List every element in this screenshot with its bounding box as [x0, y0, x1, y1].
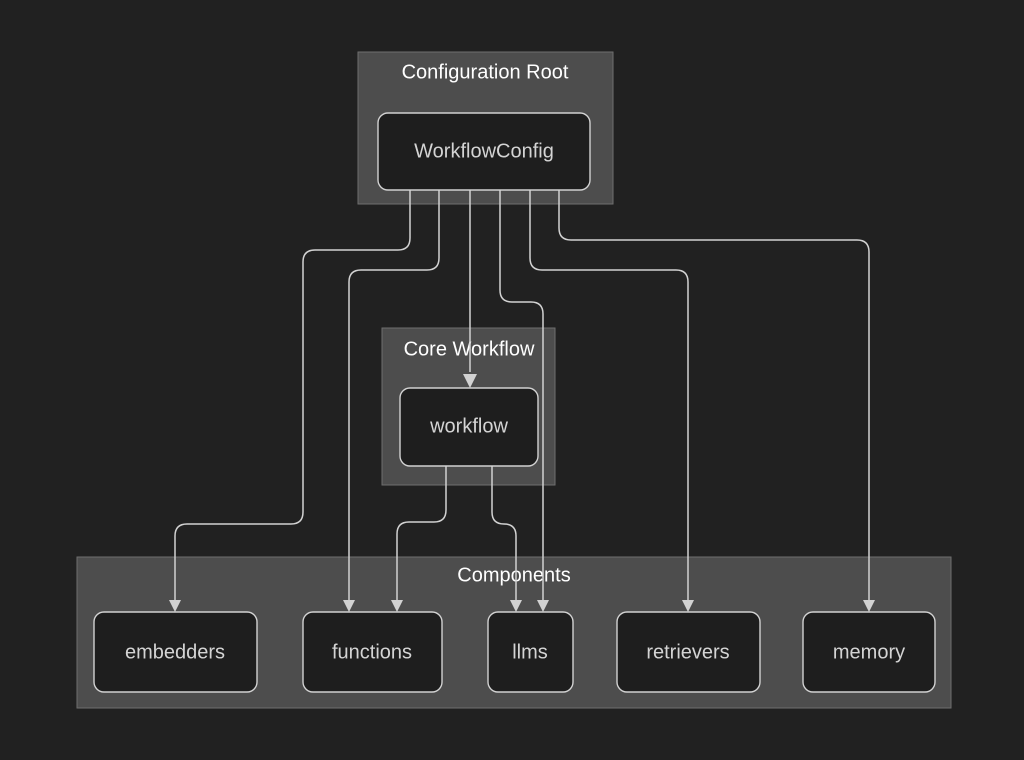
node-box-llms[interactable] — [487, 611, 574, 693]
node-box-memory[interactable] — [802, 611, 936, 693]
node-box-embedders[interactable] — [93, 611, 258, 693]
arrowhead-icon-workflow-to-functions-b — [391, 600, 403, 612]
edge-workflowconfig-to-workflow — [463, 190, 477, 388]
node-label-functions: functions — [332, 641, 412, 663]
edge-workflowconfig-to-retrievers — [529, 190, 694, 612]
node-memory[interactable]: memory — [802, 611, 936, 693]
arrowhead-icon-workflowconfig-to-embedders — [169, 600, 181, 612]
cluster-label-configuration-root: Configuration Root — [402, 61, 569, 83]
node-retrievers[interactable]: retrievers — [616, 611, 761, 693]
edge-line-workflowconfig-to-llms-a — [499, 190, 544, 604]
node-box-workflowconfig[interactable] — [377, 112, 591, 191]
edges-layer — [169, 190, 875, 612]
node-label-workflow: workflow — [429, 415, 508, 437]
arrowhead-icon-workflow-to-llms-b — [510, 600, 522, 612]
edge-line-workflow-to-functions-b — [396, 466, 447, 604]
arrowhead-icon-workflowconfig-to-functions-a — [343, 600, 355, 612]
nodes-layer: WorkflowConfig workflow embedders functions… — [93, 112, 936, 693]
node-embedders[interactable]: embedders — [93, 611, 258, 693]
edge-workflowconfig-to-memory — [558, 190, 875, 612]
edge-workflowconfig-to-functions-a — [343, 190, 440, 612]
edge-line-workflowconfig-to-memory — [558, 190, 870, 604]
arrowhead-icon-workflowconfig-to-workflow — [463, 374, 477, 388]
node-workflowconfig[interactable]: WorkflowConfig — [377, 112, 591, 191]
node-label-embedders: embedders — [125, 641, 225, 663]
node-label-retrievers: retrievers — [646, 641, 729, 663]
edge-workflow-to-llms-b — [491, 466, 522, 612]
edge-workflow-to-functions-b — [391, 466, 447, 612]
arrowhead-icon-workflowconfig-to-memory — [863, 600, 875, 612]
node-box-retrievers[interactable] — [616, 611, 761, 693]
node-box-workflow[interactable] — [399, 387, 539, 467]
arrowhead-icon-workflowconfig-to-llms-a — [537, 600, 549, 612]
node-llms[interactable]: llms — [487, 611, 574, 693]
node-label-memory: memory — [833, 641, 905, 663]
edge-line-workflowconfig-to-retrievers — [529, 190, 689, 604]
edge-line-workflowconfig-to-functions-a — [348, 190, 440, 604]
arrowhead-icon-workflowconfig-to-retrievers — [682, 600, 694, 612]
node-box-functions[interactable] — [302, 611, 443, 693]
edge-line-workflow-to-llms-b — [491, 466, 517, 604]
edge-workflowconfig-to-llms-a — [499, 190, 549, 612]
node-label-llms: llms — [512, 641, 548, 663]
edge-line-workflowconfig-to-embedders — [174, 190, 411, 604]
edge-workflowconfig-to-embedders — [169, 190, 411, 612]
node-label-workflowconfig: WorkflowConfig — [414, 140, 554, 162]
cluster-label-components: Components — [457, 564, 570, 586]
node-workflow[interactable]: workflow — [399, 387, 539, 467]
node-functions[interactable]: functions — [302, 611, 443, 693]
